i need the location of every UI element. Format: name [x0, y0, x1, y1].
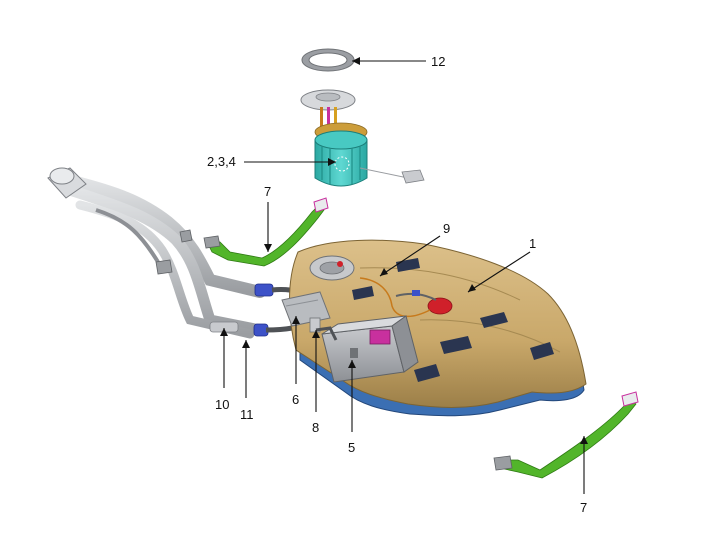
callout-8: 8: [312, 420, 319, 435]
callout-6: 6: [292, 392, 299, 407]
callout-12: 12: [431, 54, 445, 69]
seal-ring: [301, 48, 355, 72]
canister: [315, 315, 419, 383]
callout-7-lower: 7: [580, 500, 587, 515]
rollover-valve-bracket: [281, 291, 331, 333]
fuel-pump-module: [300, 89, 425, 187]
callout-9: 9: [443, 221, 450, 236]
callout-7-upper: 7: [264, 184, 271, 199]
callout-11: 11: [240, 407, 254, 422]
filler-pipes: [47, 167, 320, 339]
callout-labels: 12 2,3,4 7 9 1 10 11 6 8 5 7: [207, 54, 587, 515]
callout-10: 10: [215, 397, 229, 412]
callout-1: 1: [529, 236, 536, 251]
callout-5: 5: [348, 440, 355, 455]
callout-2-3-4: 2,3,4: [207, 154, 236, 169]
leader-lines: [220, 57, 588, 494]
tank-strap-lower: [493, 391, 639, 479]
tank-strap-upper: [203, 197, 329, 267]
